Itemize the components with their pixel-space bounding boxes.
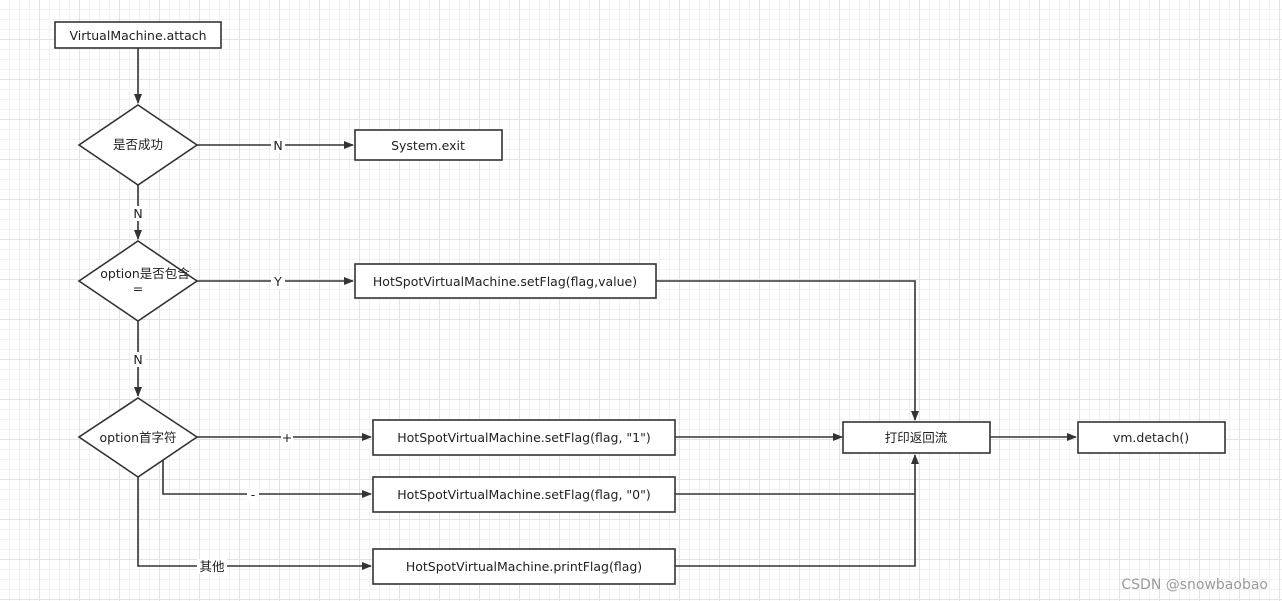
node-contains-label-line2: =	[133, 281, 143, 296]
node-print-flag[interactable]: HotSpotVirtualMachine.printFlag(flag)	[372, 548, 676, 585]
node-firstchar-decision[interactable]: option首字符	[77, 397, 199, 478]
node-set-value-label: HotSpotVirtualMachine.setFlag(flag,value…	[373, 274, 637, 289]
edge-labels: N N Y N + - 其他	[131, 138, 293, 574]
edge-label-firstchar-printflag: 其他	[199, 559, 225, 574]
node-print-stream-label: 打印返回流	[885, 430, 948, 445]
edge-firstchar-to-setzero	[162, 460, 372, 498]
node-set-value[interactable]: HotSpotVirtualMachine.setFlag(flag,value…	[354, 263, 657, 299]
node-print-stream[interactable]: 打印返回流	[842, 421, 991, 454]
edge-printflag-to-printstream	[675, 454, 919, 567]
edge-label-contains-setvalue: Y	[273, 274, 282, 289]
node-contains-decision[interactable]: option是否包含 =	[77, 240, 199, 322]
node-success-label: 是否成功	[113, 137, 163, 152]
edge-label-contains-firstchar: N	[133, 352, 142, 367]
edge-setvalue-to-printstream	[656, 280, 919, 421]
edge-label-success-contains: N	[133, 206, 142, 221]
node-set-one[interactable]: HotSpotVirtualMachine.setFlag(flag, "1")	[372, 419, 676, 456]
node-firstchar-label: option首字符	[99, 430, 176, 445]
node-set-one-label: HotSpotVirtualMachine.setFlag(flag, "1")	[397, 430, 651, 445]
node-success-decision[interactable]: 是否成功	[77, 104, 199, 186]
node-set-zero[interactable]: HotSpotVirtualMachine.setFlag(flag, "0")	[372, 476, 676, 513]
edge-label-success-exit: N	[273, 138, 282, 153]
node-detach[interactable]: vm.detach()	[1077, 421, 1226, 454]
node-detach-label: vm.detach()	[1113, 430, 1189, 445]
edge-label-firstchar-setone: +	[282, 430, 292, 445]
node-exit[interactable]: System.exit	[354, 129, 503, 161]
edges	[134, 48, 1077, 570]
watermark: CSDN @snowbaobao	[1121, 577, 1268, 593]
edge-label-firstchar-setzero: -	[251, 487, 256, 502]
node-set-zero-label: HotSpotVirtualMachine.setFlag(flag, "0")	[397, 487, 651, 502]
node-print-flag-label: HotSpotVirtualMachine.printFlag(flag)	[406, 559, 642, 574]
node-contains-label-line1: option是否包含	[100, 266, 190, 281]
node-attach-label: VirtualMachine.attach	[69, 28, 206, 43]
node-exit-label: System.exit	[391, 138, 465, 153]
edge-firstchar-to-printflag	[137, 477, 372, 570]
node-attach[interactable]: VirtualMachine.attach	[54, 21, 222, 49]
